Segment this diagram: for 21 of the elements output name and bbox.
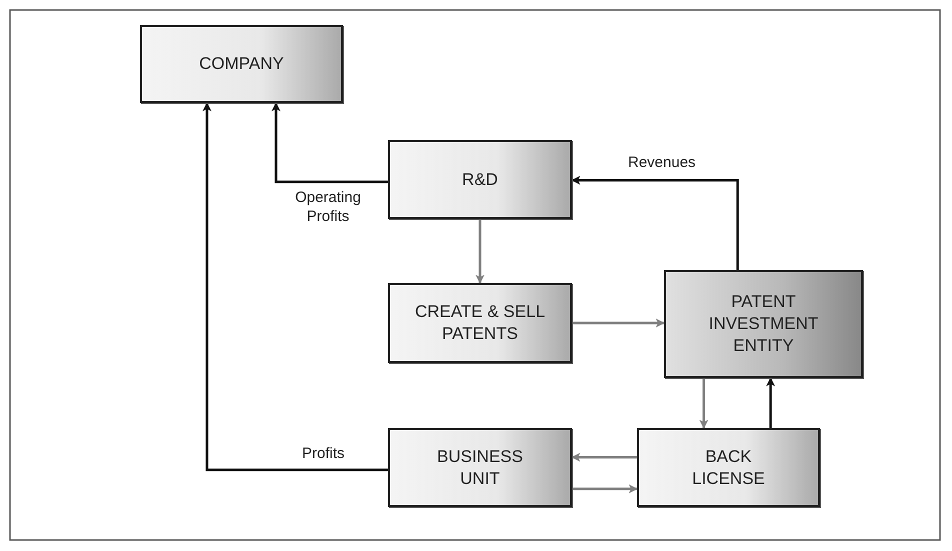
process-box (140, 25, 343, 103)
box-label: CREATE & SELL PATENTS (414, 301, 546, 345)
arrow (571, 452, 637, 462)
arrow (766, 377, 776, 428)
box-label: COMPANY (199, 53, 284, 75)
arrow (476, 219, 484, 284)
process-box (388, 428, 572, 507)
box-label: BACK LICENSE (691, 446, 766, 490)
process-box (637, 428, 820, 507)
box-label: R&D (462, 168, 498, 190)
arrow (572, 484, 638, 494)
process-box (388, 140, 572, 219)
arrow (202, 102, 388, 472)
arrow (571, 176, 739, 270)
box-label: BUSINESS UNIT (436, 446, 524, 490)
arrow (272, 102, 388, 184)
process-box (388, 283, 572, 363)
process-box (664, 270, 863, 378)
arrow (699, 378, 708, 429)
arrow (572, 318, 665, 328)
box-label: PATENT INVESTMENT ENTITY (708, 291, 820, 357)
